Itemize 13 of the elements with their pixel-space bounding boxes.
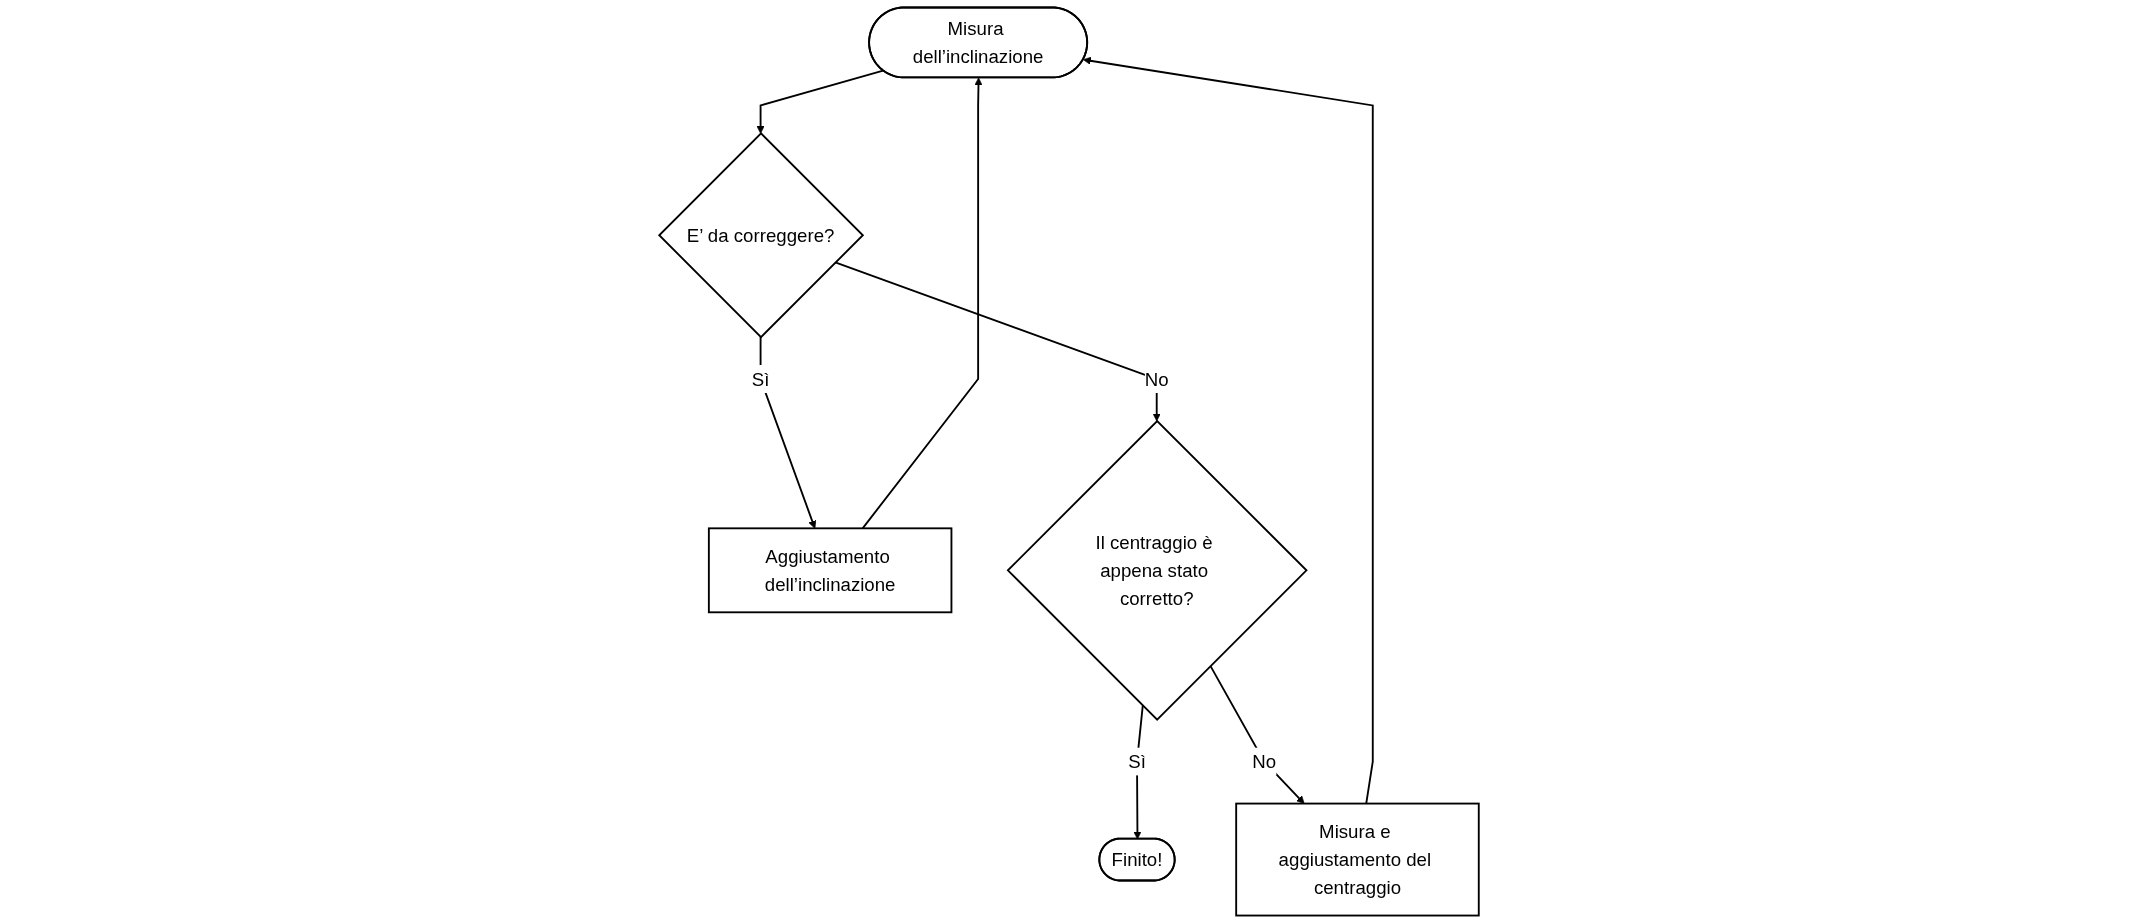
node-diamond: Il centraggio è appena stato corretto?	[1006, 419, 1308, 721]
node-box: Misura e aggiustamento del centraggio	[1235, 802, 1480, 917]
arrow	[861, 77, 983, 530]
edge-label: Sì	[751, 368, 770, 390]
arrow	[1209, 664, 1305, 804]
arrow	[756, 69, 885, 134]
node-box: Aggiustamento dell’inclinazione	[707, 527, 953, 614]
edge-label: No	[1144, 368, 1169, 390]
arrow	[1083, 56, 1374, 805]
edge-label: No	[1252, 751, 1277, 772]
node-diamond: E’ da correggere?	[657, 132, 865, 339]
arrow	[834, 261, 1161, 422]
edge-label: Sì	[1128, 751, 1146, 772]
